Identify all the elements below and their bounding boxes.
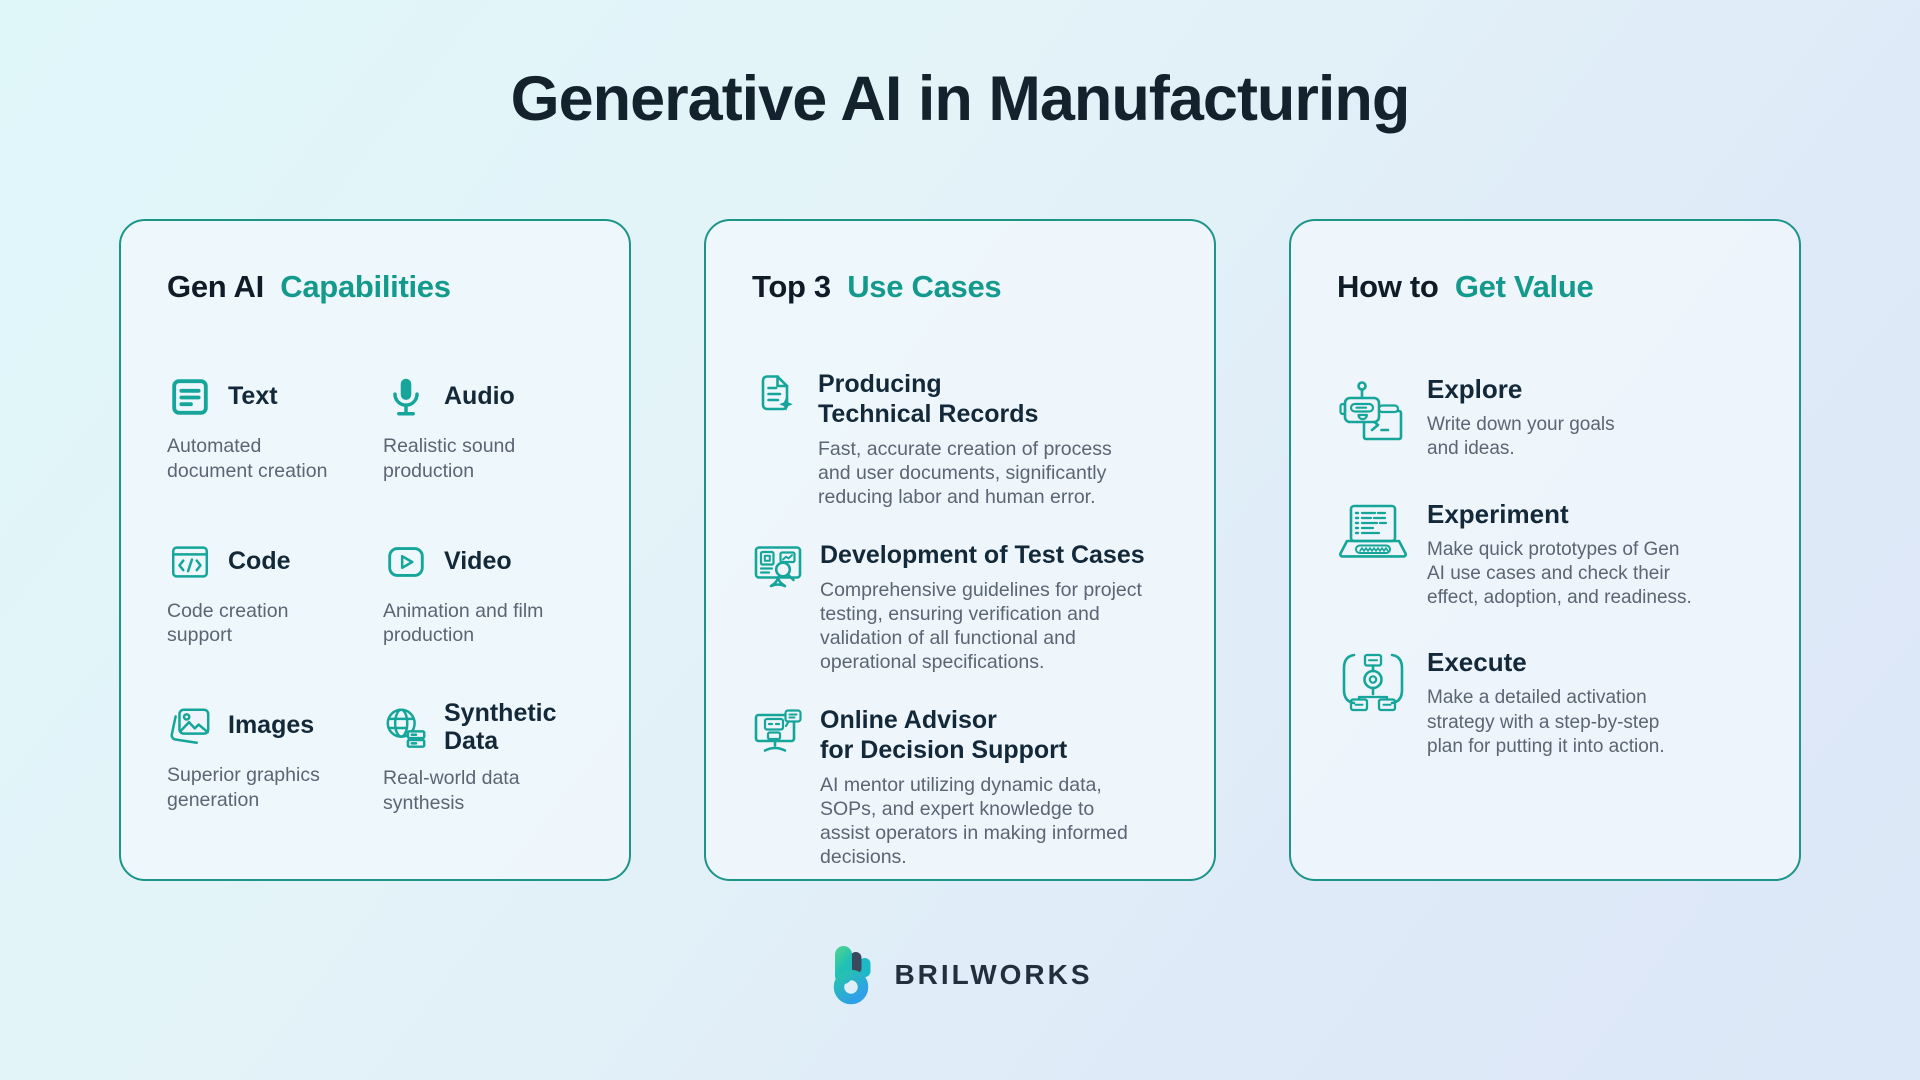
- card-capabilities-heading: Gen AI Capabilities: [167, 269, 583, 305]
- use-cases-list: Producing Technical Records Fast, accura…: [752, 369, 1168, 870]
- use-case-test-cases: Development of Test Cases Comprehensive …: [752, 540, 1168, 675]
- heading-dark-part: How to: [1337, 269, 1439, 305]
- use-case-heading: Online Advisor for Decision Support: [820, 706, 1068, 765]
- card-use-cases-heading: Top 3 Use Cases: [752, 269, 1168, 305]
- capability-desc: Superior graphics generation: [167, 764, 320, 811]
- advisor-monitor-icon: [754, 709, 802, 752]
- heading-dark-part: Gen AI: [167, 269, 264, 305]
- step-explore: Explore Write down your goals and ideas.: [1337, 374, 1753, 462]
- capability-desc: Automated document creation: [167, 435, 328, 482]
- card-capabilities: Gen AI Capabilities Text Automated do: [119, 219, 631, 882]
- test-monitor-icon: [754, 546, 802, 588]
- use-case-online-advisor: Online Advisor for Decision Support AI m…: [752, 705, 1168, 870]
- capability-label: Code: [228, 546, 291, 575]
- use-case-body: Fast, accurate creation of process and u…: [818, 438, 1112, 509]
- use-case-technical-records: Producing Technical Records Fast, accura…: [752, 369, 1168, 510]
- step-icon-wrap: [1337, 375, 1409, 462]
- heading-dark-part: Top 3: [752, 269, 831, 305]
- use-case-icon-wrap: [752, 369, 802, 510]
- heading-accent-part: Get Value: [1454, 269, 1594, 305]
- step-body: Make a detailed activation strategy with…: [1427, 687, 1665, 757]
- use-case-body: Comprehensive guidelines for project tes…: [820, 579, 1142, 674]
- step-execute: Execute Make a detailed activation strat…: [1337, 648, 1753, 759]
- document-lines-icon: [172, 379, 208, 415]
- capability-code: Code Code creation support: [167, 536, 367, 649]
- capability-label: Audio: [444, 382, 515, 411]
- capability-audio: Audio Realistic sound production: [383, 371, 583, 484]
- use-case-text: Producing Technical Records Fast, accura…: [818, 369, 1112, 510]
- laptop-code-icon: [1339, 504, 1407, 558]
- get-value-list: Explore Write down your goals and ideas.: [1337, 374, 1753, 759]
- capability-label: Text: [228, 382, 278, 411]
- capability-video-head: Video: [383, 536, 583, 588]
- step-text: Explore Write down your goals and ideas.: [1427, 374, 1615, 462]
- capability-desc: Animation and film production: [383, 599, 544, 647]
- use-case-heading: Development of Test Cases: [820, 541, 1145, 570]
- capability-images-head: Images: [167, 700, 367, 752]
- step-body: Make quick prototypes of Gen AI use case…: [1427, 538, 1692, 609]
- globe-database-icon: [386, 708, 426, 748]
- step-text: Experiment Make quick prototypes of Gen …: [1427, 498, 1692, 611]
- capability-synthetic-data-head: Synthetic Data: [383, 699, 583, 755]
- page-title: Generative AI in Manufacturing: [510, 64, 1411, 134]
- use-case-icon-wrap: [752, 705, 804, 870]
- capability-images: Images Superior graphics generation: [167, 700, 367, 816]
- use-case-icon-wrap: [752, 540, 804, 675]
- step-heading: Execute: [1427, 647, 1527, 678]
- step-experiment: Experiment Make quick prototypes of Gen …: [1337, 498, 1753, 611]
- capability-text: Text Automated document creation: [167, 371, 367, 484]
- brand-name: BRILWORKS: [894, 959, 1093, 991]
- capability-text-head: Text: [167, 371, 367, 423]
- robot-terminal-icon: [1339, 381, 1403, 441]
- capability-audio-head: Audio: [383, 371, 583, 423]
- capability-code-head: Code: [167, 536, 367, 588]
- capability-synthetic-data: Synthetic Data Real-world data synthesis: [383, 699, 583, 816]
- use-case-heading: Producing Technical Records: [818, 370, 1039, 429]
- heading-accent-part: Capabilities: [280, 269, 451, 305]
- step-text: Execute Make a detailed activation strat…: [1427, 648, 1665, 759]
- step-body: Write down your goals and ideas.: [1427, 414, 1615, 460]
- capability-desc: Realistic sound production: [383, 435, 516, 482]
- card-use-cases: Top 3 Use Cases: [704, 219, 1216, 882]
- brilworks-b-logo: [834, 946, 871, 1005]
- capability-desc: Code creation support: [167, 599, 289, 647]
- capability-label: Synthetic Data: [444, 699, 557, 755]
- card-get-value: How to Get Value: [1289, 219, 1801, 882]
- cards-row: Gen AI Capabilities Text Automated do: [0, 219, 1920, 882]
- flowchart-blueprint-icon: [1342, 654, 1404, 712]
- capability-video: Video Animation and film production: [383, 536, 583, 649]
- use-case-text: Online Advisor for Decision Support AI m…: [820, 705, 1128, 870]
- use-case-text: Development of Test Cases Comprehensive …: [820, 540, 1145, 675]
- capability-label: Video: [444, 546, 512, 575]
- play-video-icon: [388, 546, 424, 577]
- footer-brand: BRILWORKS: [0, 945, 1920, 1005]
- microphone-icon: [393, 378, 419, 416]
- document-sparkle-icon: [761, 375, 793, 412]
- code-window-icon: [171, 546, 209, 578]
- heading-accent-part: Use Cases: [847, 269, 1002, 305]
- capability-desc: Real-world data synthesis: [383, 767, 520, 814]
- step-icon-wrap: [1337, 648, 1409, 759]
- step-icon-wrap: [1337, 500, 1409, 611]
- step-heading: Explore: [1427, 374, 1523, 405]
- capability-label: Images: [228, 711, 315, 740]
- step-heading: Experiment: [1427, 498, 1569, 529]
- capabilities-grid: Text Automated document creation Audio: [167, 371, 583, 816]
- use-case-body: AI mentor utilizing dynamic data, SOPs, …: [820, 774, 1128, 868]
- card-get-value-heading: How to Get Value: [1337, 269, 1753, 305]
- photo-stack-icon: [170, 708, 210, 745]
